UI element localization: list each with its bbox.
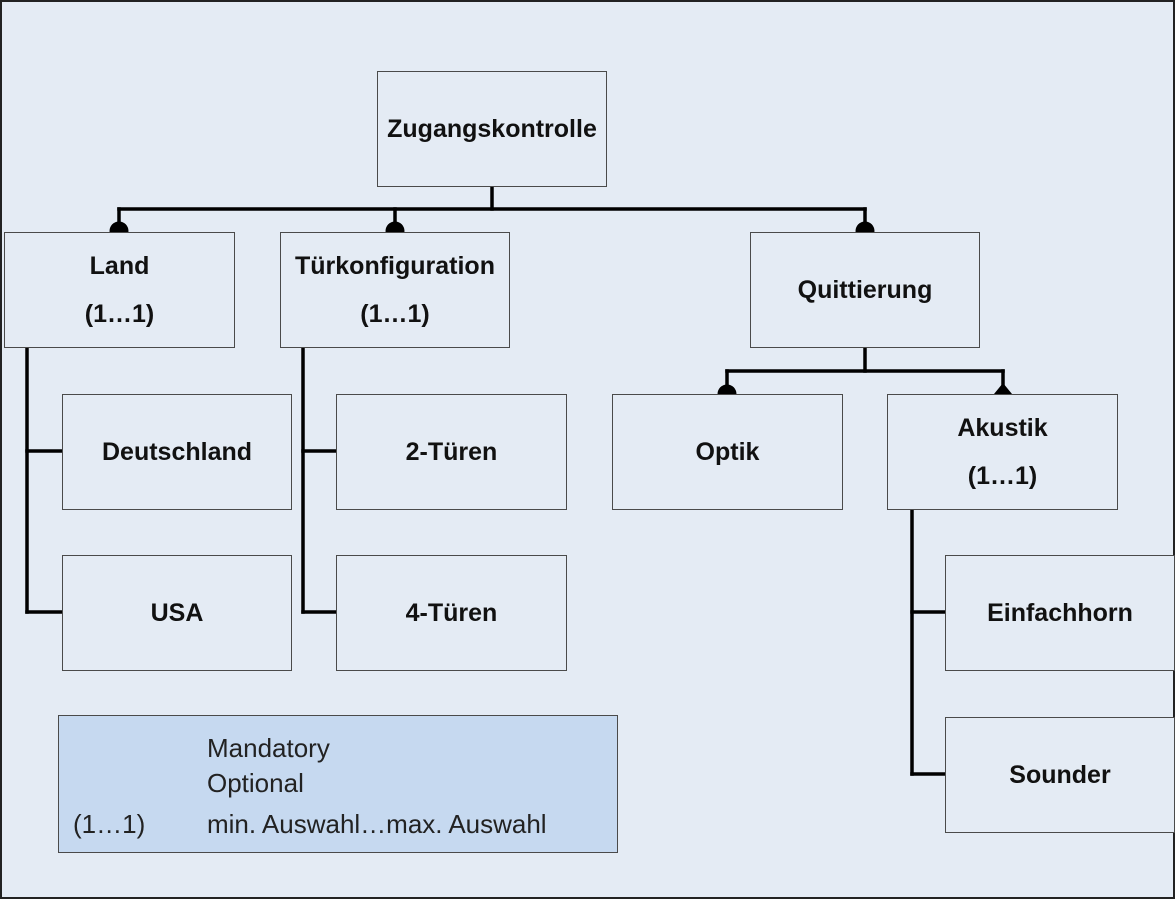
node-akustik: Akustik (1…1) [887, 394, 1118, 510]
node-label: Quittierung [797, 276, 933, 304]
node-usa: USA [62, 555, 292, 671]
node-einfachhorn: Einfachhorn [945, 555, 1175, 671]
node-cardinality: (1…1) [84, 300, 155, 328]
node-label: Land [89, 252, 150, 280]
node-cardinality: (1…1) [967, 462, 1038, 490]
legend: Mandatory Optional (1…1) min. Auswahl…ma… [58, 715, 618, 853]
node-zugangskontrolle: Zugangskontrolle [377, 71, 607, 187]
node-deutschland: Deutschland [62, 394, 292, 510]
legend-row-mandatory: Mandatory [59, 728, 617, 768]
legend-optional-label: Optional [207, 767, 304, 798]
node-cardinality: (1…1) [360, 300, 430, 328]
legend-cardinality-label: min. Auswahl…max. Auswahl [207, 808, 547, 839]
node-sounder: Sounder [945, 717, 1175, 833]
node-label: USA [150, 599, 204, 627]
node-label: Zugangskontrolle [387, 115, 597, 143]
node-vier-tueren: 4-Türen [336, 555, 567, 671]
node-label: Akustik [957, 414, 1048, 442]
node-tuerkonfiguration: Türkonfiguration (1…1) [280, 232, 510, 348]
node-label: Sounder [1009, 761, 1111, 789]
node-label: Optik [695, 438, 760, 466]
legend-cardinality-symbol: (1…1) [73, 808, 146, 839]
node-quittierung: Quittierung [750, 232, 980, 348]
node-label: Türkonfiguration [295, 252, 495, 280]
legend-row-optional: Optional [59, 763, 617, 803]
node-optik: Optik [612, 394, 843, 510]
legend-row-cardinality: (1…1) min. Auswahl…max. Auswahl [59, 804, 617, 844]
node-label: 4-Türen [405, 599, 498, 627]
node-label: 2-Türen [405, 438, 498, 466]
node-label: Deutschland [101, 438, 253, 466]
node-land: Land (1…1) [4, 232, 235, 348]
legend-mandatory-label: Mandatory [207, 732, 330, 763]
node-label: Einfachhorn [987, 599, 1133, 627]
node-zwei-tueren: 2-Türen [336, 394, 567, 510]
